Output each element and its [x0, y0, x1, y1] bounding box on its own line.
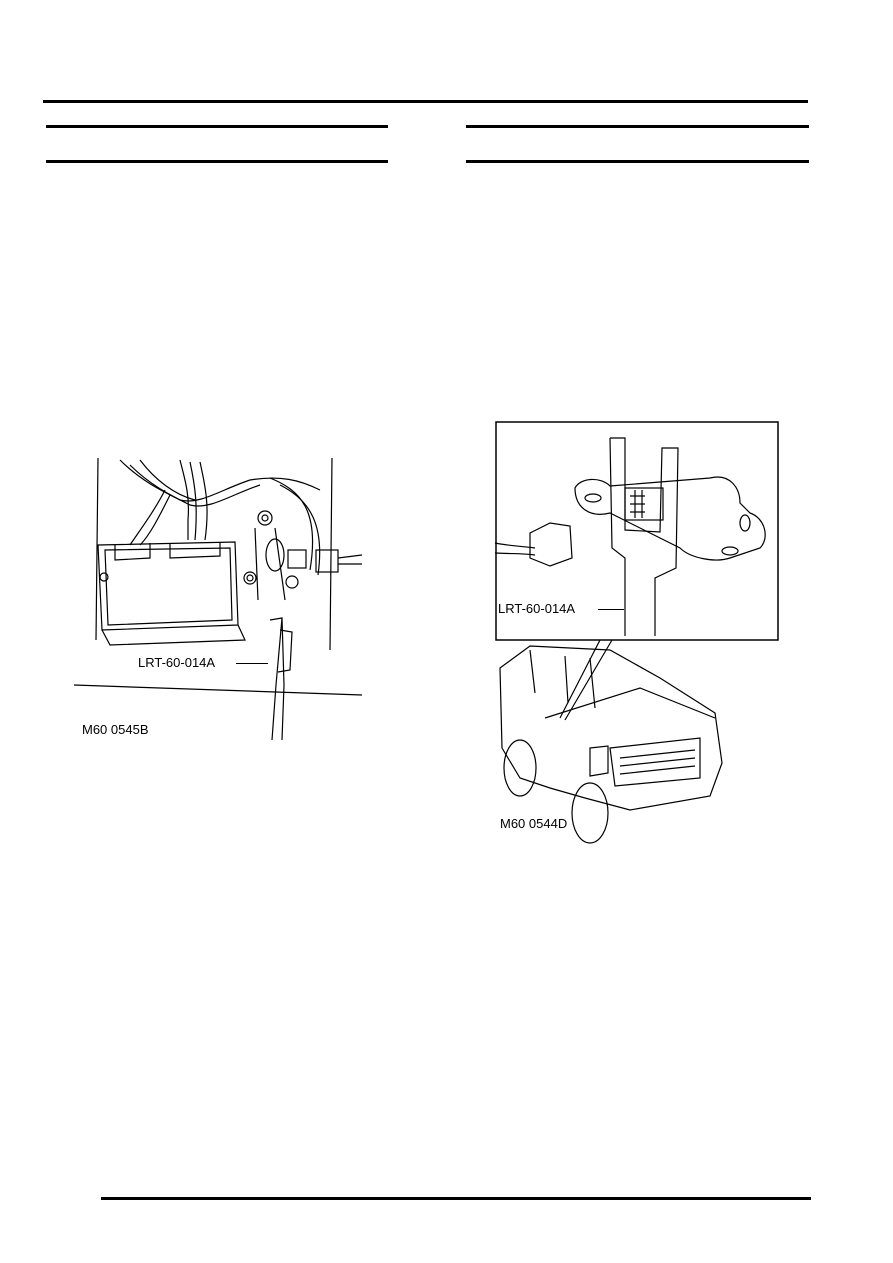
- module-illustration: [73, 457, 363, 741]
- inset-and-vehicle-illustration: [494, 421, 779, 844]
- callout-leader-line: [236, 663, 268, 664]
- left-column-rule-bottom: [46, 160, 388, 163]
- figure-code: M60 0545B: [82, 722, 149, 737]
- figure-code: M60 0544D: [500, 816, 568, 831]
- tool-callout-label: LRT-60-014A: [498, 601, 576, 616]
- left-figure: LRT-60-014A M60 0545B: [70, 450, 370, 750]
- callout-leader-line: [598, 609, 624, 610]
- left-column-rule-top: [46, 125, 388, 128]
- right-figure: LRT-60-014A M60 0544D: [490, 418, 790, 848]
- header-rule: [43, 100, 808, 103]
- footer-rule: [101, 1197, 811, 1200]
- right-column-rule-top: [466, 125, 809, 128]
- tool-callout-label: LRT-60-014A: [138, 655, 216, 670]
- right-column-rule-bottom: [466, 160, 809, 163]
